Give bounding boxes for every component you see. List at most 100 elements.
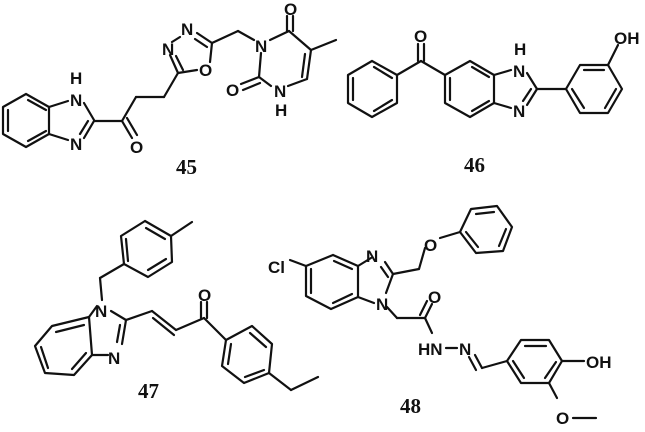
atom-label: N xyxy=(70,91,82,110)
double-bond xyxy=(243,368,266,379)
atom-label: H xyxy=(514,40,526,59)
compound-45: H N N O N N O N O O N H 45 xyxy=(1,0,338,179)
double-bond xyxy=(543,360,558,380)
atom-label: N xyxy=(513,62,525,81)
double-bond xyxy=(470,65,491,79)
bond xyxy=(267,371,293,392)
compound-label: 46 xyxy=(464,153,485,177)
bond xyxy=(257,75,273,88)
bond xyxy=(208,41,214,64)
atom-label: O xyxy=(414,27,427,46)
double-bond xyxy=(379,265,390,279)
compound-47: N N O 47 xyxy=(33,219,320,403)
double-bond xyxy=(331,292,354,305)
double-bond xyxy=(372,65,394,80)
bond xyxy=(98,262,126,280)
compound-46: O H N N OH 46 xyxy=(346,27,640,177)
atom-label: H xyxy=(275,101,287,120)
bond xyxy=(547,381,559,400)
double-bond xyxy=(497,227,508,248)
bond xyxy=(391,267,421,276)
bond xyxy=(305,48,313,81)
double-bond xyxy=(144,226,167,241)
double-bond xyxy=(332,259,354,271)
atom-label: N xyxy=(513,102,525,121)
bond xyxy=(170,35,182,44)
double-bond xyxy=(521,87,533,103)
bond xyxy=(492,68,513,77)
atom-label: O xyxy=(199,61,212,80)
bond xyxy=(423,302,434,320)
double-bond xyxy=(418,299,429,317)
double-bond xyxy=(474,210,496,216)
bond xyxy=(87,304,99,319)
bond xyxy=(168,53,180,75)
bond xyxy=(356,295,376,305)
bond xyxy=(492,101,513,110)
double-bond xyxy=(511,359,526,380)
bond xyxy=(120,119,134,140)
bond xyxy=(384,272,395,295)
double-bond xyxy=(300,52,307,79)
bond xyxy=(356,256,373,268)
double-bond xyxy=(146,257,168,272)
benzene-ring xyxy=(564,63,624,115)
bond xyxy=(82,119,96,140)
bond xyxy=(120,95,138,123)
benzene-ring xyxy=(304,253,360,311)
bond xyxy=(257,51,263,79)
cl-bond xyxy=(288,258,308,268)
bond xyxy=(286,77,309,88)
benzene-ring xyxy=(1,92,51,149)
bond xyxy=(423,316,434,335)
bond xyxy=(239,75,261,86)
double-bond xyxy=(570,87,586,110)
atom-label: N xyxy=(255,37,267,56)
double-bond xyxy=(226,342,233,366)
atom-label: O xyxy=(198,286,211,305)
benzene-ring xyxy=(346,59,399,119)
bond xyxy=(98,276,104,302)
benzene-ring xyxy=(458,204,514,255)
double-bond xyxy=(70,351,88,371)
double-bond xyxy=(115,323,122,344)
double-bond xyxy=(241,81,262,92)
atom-label: O xyxy=(556,409,569,428)
bond xyxy=(124,309,154,322)
atom-label: Cl xyxy=(268,258,285,277)
bond xyxy=(109,309,128,322)
atom-label: OH xyxy=(614,29,640,48)
double-bond xyxy=(151,316,176,337)
double-bond xyxy=(125,116,139,137)
bond xyxy=(162,71,180,99)
atom-label: N xyxy=(274,82,286,101)
bond xyxy=(82,101,96,122)
double-bond xyxy=(193,37,209,49)
methyl-bond xyxy=(309,38,338,52)
atom-label: N xyxy=(108,349,120,368)
bond xyxy=(47,132,70,142)
double-bond xyxy=(174,54,185,72)
bond xyxy=(473,353,484,370)
compound-label: 48 xyxy=(400,394,421,418)
double-bond xyxy=(603,87,618,110)
atom-label: O xyxy=(428,288,441,307)
bond xyxy=(47,99,70,109)
atom-label: N xyxy=(366,247,378,266)
atom-label: N xyxy=(459,340,471,359)
bond xyxy=(525,71,539,91)
double-bond xyxy=(248,331,268,349)
bond xyxy=(385,305,399,320)
double-bond xyxy=(26,129,48,143)
atom-label: O xyxy=(226,81,239,100)
atom-label: OH xyxy=(586,353,612,372)
compound-label: 47 xyxy=(138,379,159,403)
benzene-ring xyxy=(443,59,496,119)
bond xyxy=(236,29,256,42)
double-bond xyxy=(78,119,90,136)
bond xyxy=(395,59,423,77)
atom-label: O xyxy=(284,0,297,19)
bond xyxy=(419,59,447,77)
bond xyxy=(268,29,291,42)
